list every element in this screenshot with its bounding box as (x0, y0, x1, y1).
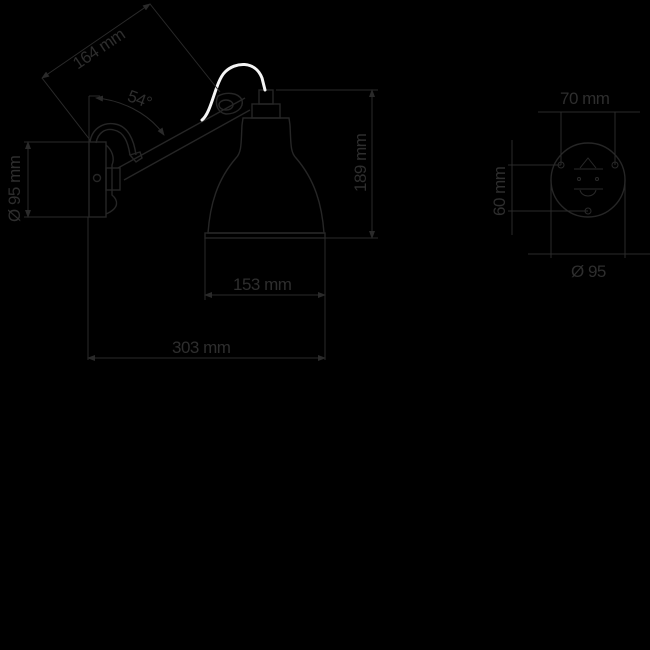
shade-height-dimension: 189 mm (276, 89, 378, 239)
arm-angle-label: 54° (125, 86, 154, 112)
plate-diameter-dimension: Ø 95 (528, 180, 650, 281)
power-cable (200, 63, 267, 122)
shade-width-label: 153 mm (233, 275, 292, 294)
side-view: 164 mm 54° Ø 95 mm 189 mm (5, 3, 378, 361)
hole-spacing-horizontal-dimension: 70 mm (538, 89, 640, 165)
base-diameter-label: Ø 95 mm (5, 155, 24, 222)
total-projection-label: 303 mm (172, 338, 231, 357)
base-diameter-dimension: Ø 95 mm (5, 141, 89, 222)
hole-spacing-horizontal-label: 70 mm (560, 89, 610, 108)
hole-spacing-vertical-dimension: 60 mm (490, 140, 588, 235)
plate-diameter-label: Ø 95 (571, 262, 606, 281)
shade-width-dimension: 153 mm (204, 238, 326, 360)
shade-joint (215, 92, 243, 115)
wall-bracket (89, 122, 143, 215)
total-projection-dimension: 303 mm (87, 338, 326, 361)
lamp-arm (117, 97, 251, 181)
base-plate-outline (550, 142, 626, 218)
hole-spacing-vertical-label: 60 mm (490, 166, 509, 216)
bottom-slot (579, 189, 597, 197)
base-plate-view: 70 mm 60 mm Ø 95 (490, 89, 650, 281)
lamp-shade (204, 117, 326, 239)
shade-height-label: 189 mm (351, 133, 370, 192)
arm-length-label: 164 mm (69, 24, 128, 73)
top-slot (579, 157, 597, 169)
lamp-socket (251, 89, 281, 119)
wall-plate (88, 141, 107, 218)
arm-length-dimension: 164 mm (41, 3, 221, 141)
